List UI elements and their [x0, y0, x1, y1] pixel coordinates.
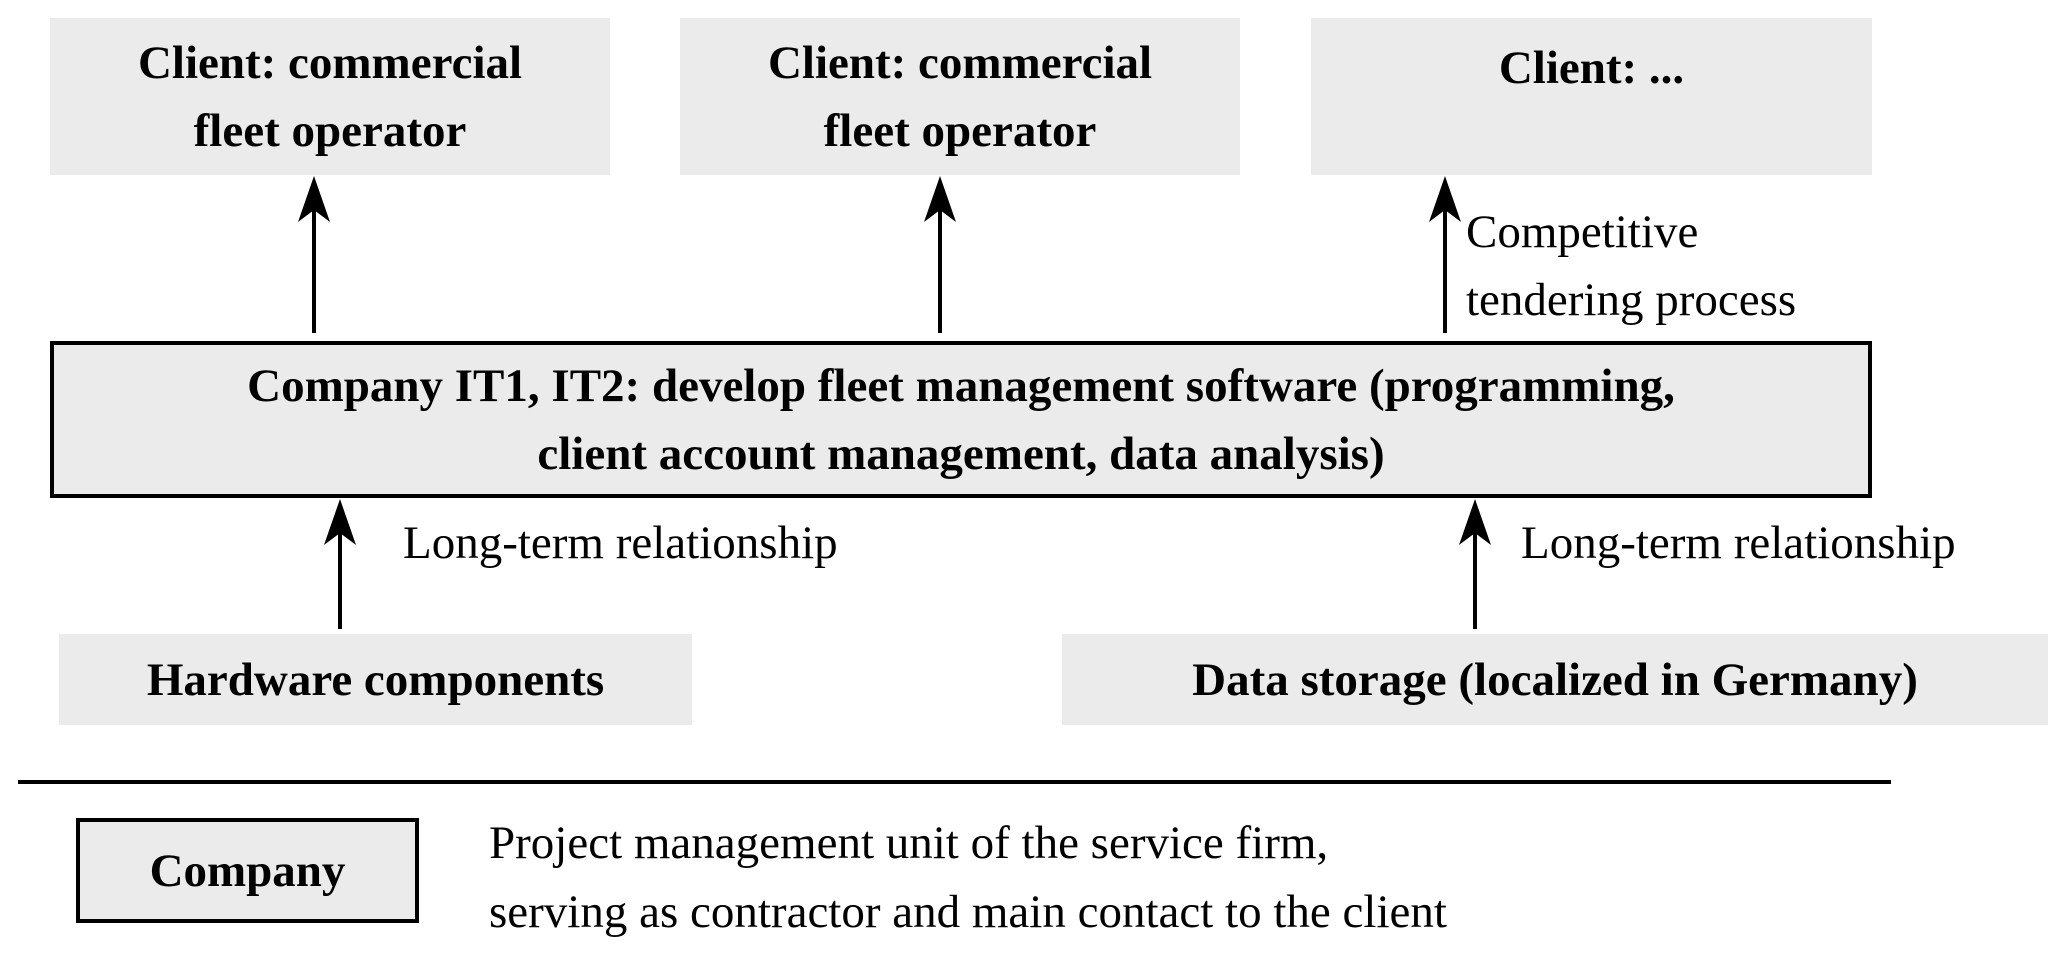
- arrow-to-client-3: [1429, 176, 1461, 333]
- client-1-line1: Client: commercial: [137, 36, 523, 89]
- arrow-to-client-1: [298, 176, 330, 333]
- client-box-2: Client: commercial fleet operator: [680, 18, 1240, 175]
- data-storage-label: Data storage (localized in Germany): [1192, 653, 1918, 706]
- hardware-label: Hardware components: [146, 653, 605, 706]
- arrow-from-hardware: [324, 499, 356, 629]
- legend-symbol-label: Company: [149, 844, 346, 897]
- arrow-from-data-storage: [1459, 499, 1491, 629]
- arrow-to-client-2: [924, 176, 956, 333]
- relation-label-hardware: Long-term relationship: [403, 517, 838, 569]
- legend-text-line2: serving as contractor and main contact t…: [489, 886, 1447, 938]
- company-box: Company IT1, IT2: develop fleet manageme…: [50, 341, 1872, 498]
- relation-label-data-storage: Long-term relationship: [1521, 517, 1956, 569]
- client-2-line2: fleet operator: [823, 104, 1097, 157]
- legend-text-line1: Project management unit of the service f…: [489, 817, 1329, 869]
- company-box-line2: client account management, data analysis…: [537, 427, 1385, 480]
- company-box-line1: Company IT1, IT2: develop fleet manageme…: [247, 359, 1675, 412]
- tender-label-line2: tendering process: [1466, 274, 1797, 326]
- client-3-line1: Client: ...: [1498, 42, 1685, 94]
- client-2-line1: Client: commercial: [767, 36, 1153, 89]
- tender-label-line1: Competitive: [1466, 206, 1699, 258]
- client-box-3: Client: ...: [1311, 18, 1872, 175]
- hardware-box: Hardware components: [59, 634, 692, 725]
- legend-symbol-box: Company: [76, 818, 419, 923]
- data-storage-box: Data storage (localized in Germany): [1062, 634, 2048, 725]
- client-1-line2: fleet operator: [193, 104, 467, 157]
- client-box-1: Client: commercial fleet operator: [50, 18, 610, 175]
